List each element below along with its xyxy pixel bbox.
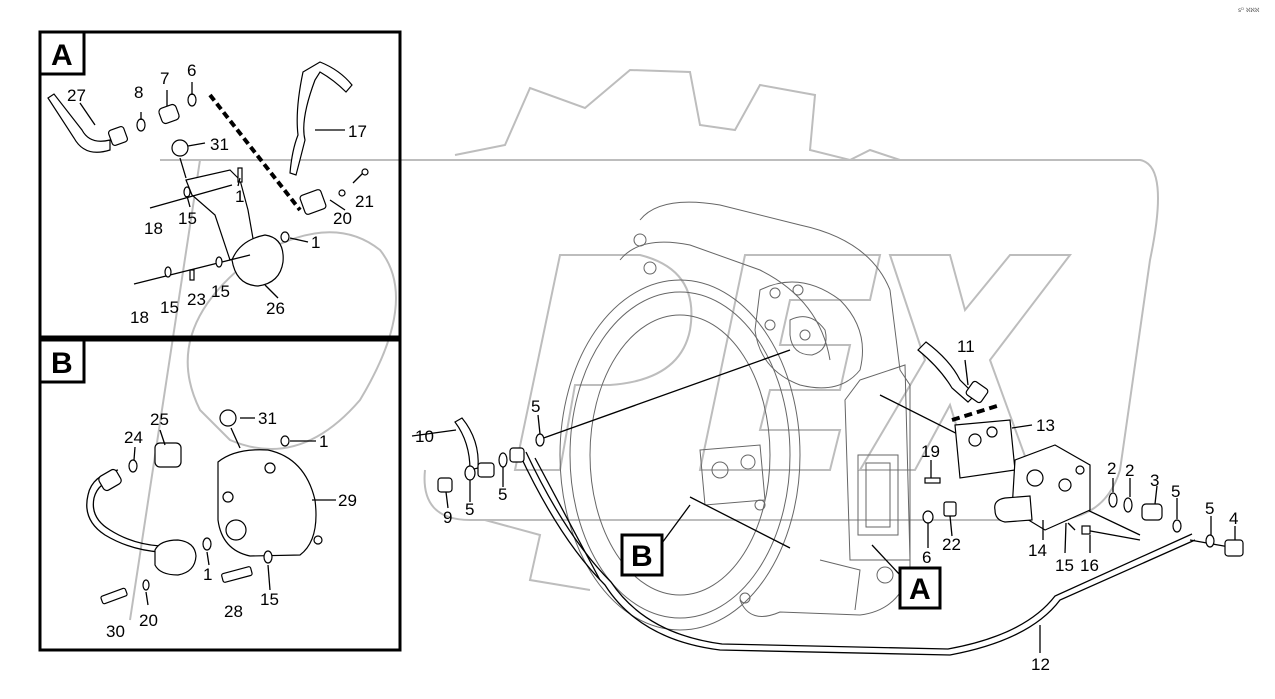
callout: 19 [921,442,940,461]
callout: 4 [1229,509,1238,528]
callout: 8 [134,83,143,102]
callout: 5 [531,397,540,416]
callout: 5 [1205,499,1214,518]
corner-code: sᴰ ℵℵℵ [1238,7,1260,14]
callout: 16 [1080,556,1099,575]
callout: 1 [203,565,212,584]
pipe-11 [917,341,989,404]
callouts-view-a: 27 8 7 6 17 31 1 21 20 15 18 1 15 23 15 … [67,61,374,327]
marker-a: A [871,544,942,610]
callout: 26 [266,299,285,318]
callout: 6 [922,548,931,567]
callout: 10 [415,427,434,446]
fittings-right [922,477,1244,557]
marker-b: B [620,504,691,577]
pipe-10 [454,417,479,471]
callout: 20 [333,209,352,228]
callout: 13 [1036,416,1055,435]
callout: 1 [319,432,328,451]
callout: 27 [67,86,86,105]
view-b-box: B [38,338,402,652]
callouts-main: 11 13 10 5 19 2 2 3 5 5 4 9 5 5 14 15 16… [415,337,1238,674]
callout: 15 [211,282,230,301]
view-b-label: B [51,347,73,380]
callout: 15 [260,590,279,609]
callout: 30 [106,622,125,641]
callout: 1 [235,187,244,206]
callout: 15 [160,298,179,317]
callout: 15 [178,209,197,228]
callout: 18 [130,308,149,327]
callout: 28 [224,602,243,621]
view-a-label: A [51,39,73,72]
callout: 2 [1125,461,1134,480]
callout: 31 [210,135,229,154]
callout: 14 [1028,541,1047,560]
callout: 5 [1171,482,1180,501]
callout: 9 [443,508,452,527]
callout: 17 [348,122,367,141]
callout: 1 [311,233,320,252]
callout: 24 [124,428,143,447]
callout: 20 [139,611,158,630]
fittings-left [437,433,545,493]
callout: 2 [1107,459,1116,478]
callout: 23 [187,290,206,309]
callout: 22 [942,535,961,554]
marker-a-label: A [909,573,931,606]
marker-b-label: B [631,540,653,573]
callout: 12 [1031,655,1050,674]
callout-leaders [79,82,1236,653]
callout: 18 [144,219,163,238]
callouts-view-b: 25 31 24 1 29 1 28 15 30 20 [106,409,357,641]
callout: 7 [160,69,169,88]
callout: 25 [150,410,169,429]
callout: 15 [1055,556,1074,575]
valve-block-14 [994,444,1091,531]
view-a-box: A [38,30,402,339]
dashed-connection-main [951,403,1001,422]
callout: 31 [258,409,277,428]
plate-13 [954,419,1016,479]
callout: 3 [1150,471,1159,490]
callout: 11 [957,337,975,356]
callout: 5 [465,500,474,519]
callout: 29 [338,491,357,510]
hose-12 [519,451,1196,656]
callout: 5 [498,485,507,504]
callout: 6 [187,61,196,80]
callout: 21 [355,192,374,211]
transmission-housing [559,201,911,631]
